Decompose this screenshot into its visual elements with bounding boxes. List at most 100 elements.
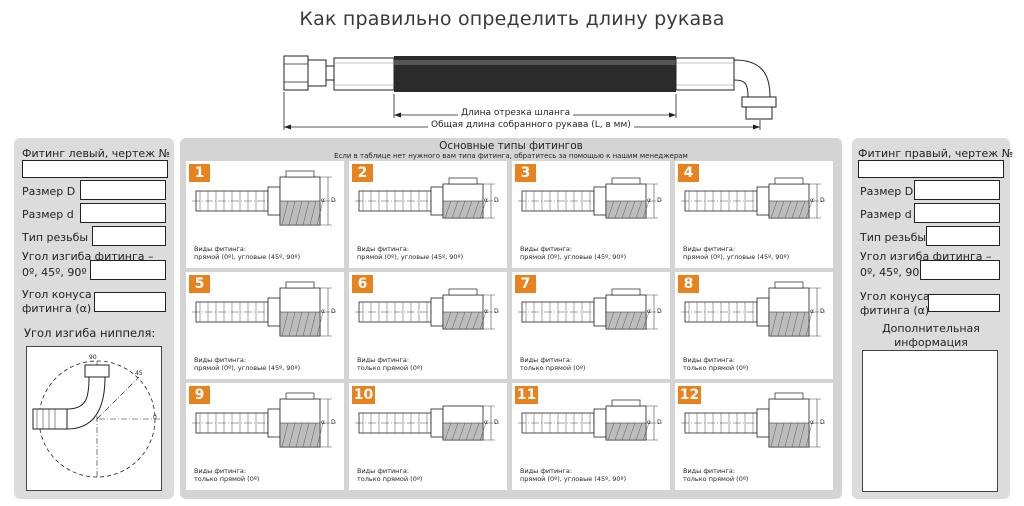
- fitting-types-label: Виды фитинга:: [357, 356, 410, 364]
- right-thread-type-label: Тип резьбы: [860, 231, 927, 244]
- fitting-drawing: [355, 405, 499, 441]
- left-cone-angle-field[interactable]: [94, 292, 166, 312]
- dimension-alpha-letter: α: [321, 197, 325, 204]
- dimension-alpha-letter: α: [647, 197, 651, 204]
- nipple-mark-0: 0: [153, 414, 157, 421]
- fitting-caption: Виды фитинга:только прямой (0º): [683, 356, 748, 372]
- dimension-D-letter: D: [657, 419, 662, 426]
- dimension-alpha-letter: α: [321, 419, 325, 426]
- nipple-mark-90: 90: [89, 354, 97, 361]
- dimension-D-letter: D: [331, 419, 336, 426]
- nipple-mark-45: 45: [135, 370, 143, 377]
- right-cone-angle-label-2: фитинга (α): [860, 304, 930, 317]
- left-size-d-label: Размер d: [22, 208, 74, 221]
- left-thread-type-label: Тип резьбы: [22, 231, 89, 244]
- extra-info-field[interactable]: [862, 350, 998, 492]
- fitting-kinds: только прямой (0º): [520, 364, 586, 372]
- left-size-d-field[interactable]: [80, 203, 166, 223]
- right-bend-angle-field[interactable]: [920, 260, 1000, 280]
- dimension-alpha-letter: α: [484, 308, 488, 315]
- right-size-d-field[interactable]: [914, 203, 1000, 223]
- left-cone-angle-label-1: Угол конуса: [22, 288, 92, 301]
- fitting-drawing: [192, 281, 336, 337]
- dimension-alpha-letter: α: [810, 197, 814, 204]
- left-size-D-label: Размер D: [22, 185, 76, 198]
- dimension-D-letter: D: [494, 308, 499, 315]
- left-thread-type-field[interactable]: [92, 226, 166, 246]
- fitting-kinds: только прямой (0º): [194, 475, 260, 483]
- fitting-number-badge: 3: [515, 164, 536, 182]
- left-bend-angle-field[interactable]: [90, 260, 166, 280]
- fitting-caption: Виды фитинга:только прямой (0º): [683, 467, 748, 483]
- fitting-kinds: только прямой (0º): [357, 475, 423, 483]
- dimension-alpha-letter: α: [810, 308, 814, 315]
- nipple-angle-drawing: [32, 360, 161, 478]
- fitting-types-label: Виды фитинга:: [357, 245, 410, 253]
- nipple-angle-label: Угол изгиба ниппеля:: [24, 326, 156, 340]
- dimension-alpha-letter: α: [647, 419, 651, 426]
- fitting-caption: Виды фитинга:прямой (0º), угловые (45º, …: [194, 245, 300, 261]
- dimension-D-letter: D: [657, 308, 662, 315]
- fitting-types-panel: Основные типы фитингов Если в таблице не…: [180, 138, 842, 499]
- fitting-number-badge: 12: [678, 386, 701, 404]
- fitting-number-badge: 6: [352, 275, 373, 293]
- fitting-kinds: прямой (0º), угловые (45º, 90º): [520, 253, 627, 261]
- dimension-alpha-letter: α: [484, 197, 488, 204]
- extra-info-label-1: Дополнительная: [882, 322, 980, 335]
- dimension-alpha-letter: α: [810, 419, 814, 426]
- right-thread-type-field[interactable]: [926, 226, 1000, 246]
- fitting-drawing: [518, 399, 662, 441]
- fitting-types-label: Виды фитинга:: [357, 467, 410, 475]
- fitting-number-badge: 10: [352, 386, 375, 404]
- fitting-types-subtitle: Если в таблице нет нужного вам типа фити…: [334, 152, 688, 160]
- fitting-kinds: только прямой (0º): [683, 475, 749, 483]
- extra-info-label-2: информация: [894, 336, 968, 349]
- right-size-D-field[interactable]: [914, 180, 1000, 200]
- right-size-d-label: Размер d: [860, 208, 912, 221]
- hose-assembly-drawing: [283, 55, 777, 130]
- right-fitting-drawing-label: Фитинг правый, чертеж №: [858, 147, 1014, 160]
- fitting-drawing: [681, 392, 825, 448]
- right-size-D-label: Размер D: [860, 185, 914, 198]
- fitting-types-label: Виды фитинга:: [194, 245, 247, 253]
- fitting-drawing: [355, 177, 499, 219]
- total-length-label: Общая длина собранного рукава (L, в мм): [428, 120, 634, 130]
- fitting-caption: Виды фитинга:прямой (0º), угловые (45º, …: [357, 245, 463, 261]
- right-fitting-drawing-field[interactable]: [858, 160, 1004, 178]
- fitting-drawing: [681, 177, 825, 219]
- fitting-kinds: только прямой (0º): [683, 364, 749, 372]
- right-cone-angle-field[interactable]: [928, 294, 1000, 312]
- page-title: Как правильно определить длину рукава: [299, 8, 725, 30]
- fitting-types-label: Виды фитинга:: [683, 467, 736, 475]
- fitting-caption: Виды фитинга:прямой (0º), угловые (45º, …: [520, 467, 626, 483]
- left-fitting-drawing-field[interactable]: [22, 160, 168, 178]
- left-bend-angle-label-1: Угол изгиба фитинга –: [22, 250, 154, 263]
- fitting-number-badge: 2: [352, 164, 373, 182]
- fitting-number-badge: 8: [678, 275, 699, 293]
- fitting-types-label: Виды фитинга:: [683, 245, 736, 253]
- fitting-types-title: Основные типы фитингов: [439, 140, 583, 152]
- fitting-number-badge: 7: [515, 275, 536, 293]
- fitting-caption: Виды фитинга:только прямой (0º): [357, 467, 422, 483]
- fitting-drawing: [518, 288, 662, 330]
- fitting-types-label: Виды фитинга:: [520, 245, 573, 253]
- dimension-alpha-letter: α: [321, 308, 325, 315]
- left-size-D-field[interactable]: [80, 180, 166, 200]
- left-fitting-drawing-label: Фитинг левый, чертеж №: [22, 147, 171, 160]
- right-bend-angle-label-2: 0º, 45º, 90º: [860, 266, 925, 279]
- fitting-kinds: прямой (0º), угловые (45º, 90º): [194, 253, 301, 261]
- dimension-D-letter: D: [820, 197, 825, 204]
- dimension-D-letter: D: [820, 419, 825, 426]
- fitting-kinds: прямой (0º), угловые (45º, 90º): [194, 364, 301, 372]
- fitting-kinds: прямой (0º), угловые (45º, 90º): [683, 253, 790, 261]
- fitting-types-label: Виды фитинга:: [520, 467, 573, 475]
- right-fitting-panel: Фитинг правый, чертеж № Размер D Размер …: [852, 138, 1014, 499]
- fitting-drawing: [192, 392, 336, 448]
